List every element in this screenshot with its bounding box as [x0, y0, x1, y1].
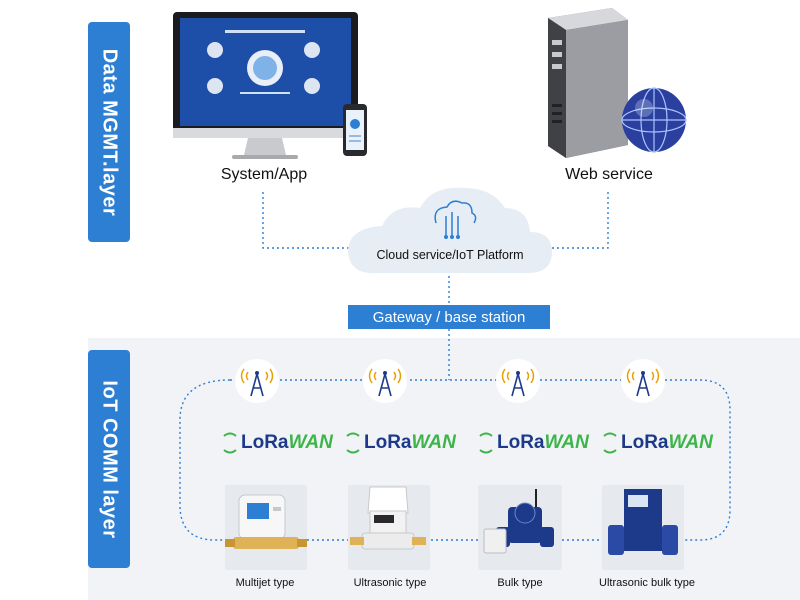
lorawan-wan: WAN: [544, 432, 589, 453]
web-service-label: Web service: [565, 166, 653, 183]
lorawan-wan: WAN: [668, 432, 713, 453]
water-meter-icon: [350, 486, 426, 550]
water-meter-icon: [483, 489, 554, 554]
device-ultrasonic-bulk: [602, 485, 684, 570]
device-bulk: [478, 485, 562, 570]
antenna-icon: [363, 359, 407, 403]
lorawan-lo: LoRa: [241, 432, 289, 453]
lorawan-wan: WAN: [411, 432, 456, 453]
lorawan-lo: LoRa: [364, 432, 412, 453]
layer-tag-iot-comm: IoT COMM layer: [88, 350, 130, 568]
device-multijet: [225, 485, 307, 570]
antenna-icon: [496, 359, 540, 403]
water-meter-icon: [608, 489, 678, 555]
lora-signal-icon: [346, 432, 360, 454]
lora-signal-icon: [603, 432, 617, 454]
water-meter-icon: [225, 494, 307, 549]
antenna-icon: [235, 359, 279, 403]
system-app-label: System/App: [220, 166, 308, 183]
line-app-cloud: [262, 192, 355, 249]
lora-signal-icon: [479, 432, 493, 454]
layer-tag-data-mgmt: Data MGMT.layer: [88, 22, 130, 242]
cloud-label: Cloud service/IoT Platform: [376, 248, 524, 262]
gateway-label: Gateway / base station: [348, 305, 550, 329]
device-label-ultrasonic: Ultrasonic type: [353, 577, 427, 589]
device-label-ultrasonic-bulk: Ultrasonic bulk type: [599, 577, 695, 589]
lorawan-lo: LoRa: [621, 432, 669, 453]
antenna-icon: [621, 359, 665, 403]
lorawan-wan: WAN: [288, 432, 333, 453]
line-web-cloud: [540, 192, 609, 249]
device-label-bulk: Bulk type: [497, 577, 543, 589]
lorawan-lo: LoRa: [497, 432, 545, 453]
lora-signal-icon: [223, 432, 237, 454]
device-label-multijet: Multijet type: [235, 577, 295, 589]
device-ultrasonic: [348, 485, 430, 570]
line-ring-left: [179, 379, 231, 541]
